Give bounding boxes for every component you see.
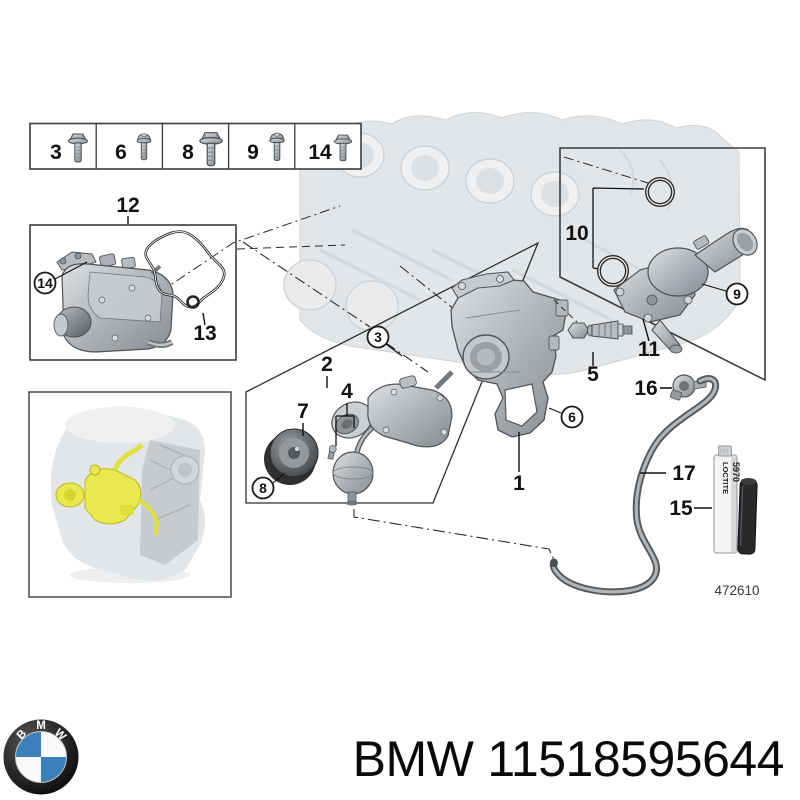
bmw-logo: B M W	[3, 719, 79, 795]
callout-14-circled: 14	[37, 275, 53, 291]
legend-item-14-label: 14	[308, 141, 332, 164]
thermostat-module-box: 12 13 14	[29, 194, 346, 361]
highlighted-parts	[55, 443, 159, 536]
legend-item-6-label: 6	[115, 141, 127, 164]
callout-13: 13	[193, 322, 216, 345]
part-number: 11518595644	[487, 731, 784, 787]
callout-10: 10	[565, 222, 588, 245]
callout-15: 15	[669, 497, 693, 520]
callout-11: 11	[638, 338, 661, 361]
pulley-drawing	[264, 428, 319, 485]
fastener-legend: 3 6 8 9 14	[29, 122, 362, 170]
sealant-brand-label: LOCTITE	[721, 462, 730, 494]
callout-17: 17	[672, 462, 695, 485]
callout-5: 5	[587, 363, 599, 386]
water-pump-drawing	[331, 370, 454, 448]
coolant-pump-module-drawing	[53, 251, 174, 353]
callout-4: 4	[341, 380, 353, 403]
callout-3-circled: 3	[374, 329, 382, 345]
callout-16: 16	[634, 377, 657, 400]
logo-letter-m: M	[36, 720, 46, 732]
alignment-dash-line	[353, 509, 555, 561]
o-ring-large	[645, 177, 675, 207]
support-bracket-drawing: 1 6	[450, 271, 584, 495]
callout-12: 12	[116, 194, 139, 217]
sealant-tube-drawing: LOCTITE 5970 15	[669, 445, 758, 555]
brand-name: BMW	[353, 731, 475, 787]
callout-8-circled: 8	[259, 480, 267, 496]
thermostat-housing-box: 10 9 11	[559, 147, 766, 382]
legend-item-8-label: 8	[182, 141, 194, 164]
legend-item-3-label: 3	[50, 141, 62, 164]
callout-7: 7	[297, 400, 309, 423]
location-thumbnail	[28, 391, 232, 598]
vent-hose-drawing: 17	[549, 375, 720, 596]
callout-6-circled: 6	[568, 409, 576, 425]
small-bolt-drawing	[327, 445, 337, 460]
callout-2: 2	[321, 353, 333, 376]
thermostat-housing-drawing	[613, 227, 758, 354]
hose-fitting-drawing: 5	[553, 299, 633, 386]
callout-9-circled: 9	[733, 286, 741, 302]
water-pump-kit-box: 2 4 7 3 8	[242, 241, 540, 506]
legend-item-9-label: 9	[247, 141, 259, 164]
o-ring-small	[597, 255, 629, 287]
diagram-number: 472610	[714, 583, 759, 598]
vent-valve-drawing: 16	[634, 374, 707, 401]
callout-1: 1	[513, 472, 525, 495]
gasket-drawing	[144, 230, 226, 309]
sealant-code-label: 5970	[731, 462, 741, 482]
